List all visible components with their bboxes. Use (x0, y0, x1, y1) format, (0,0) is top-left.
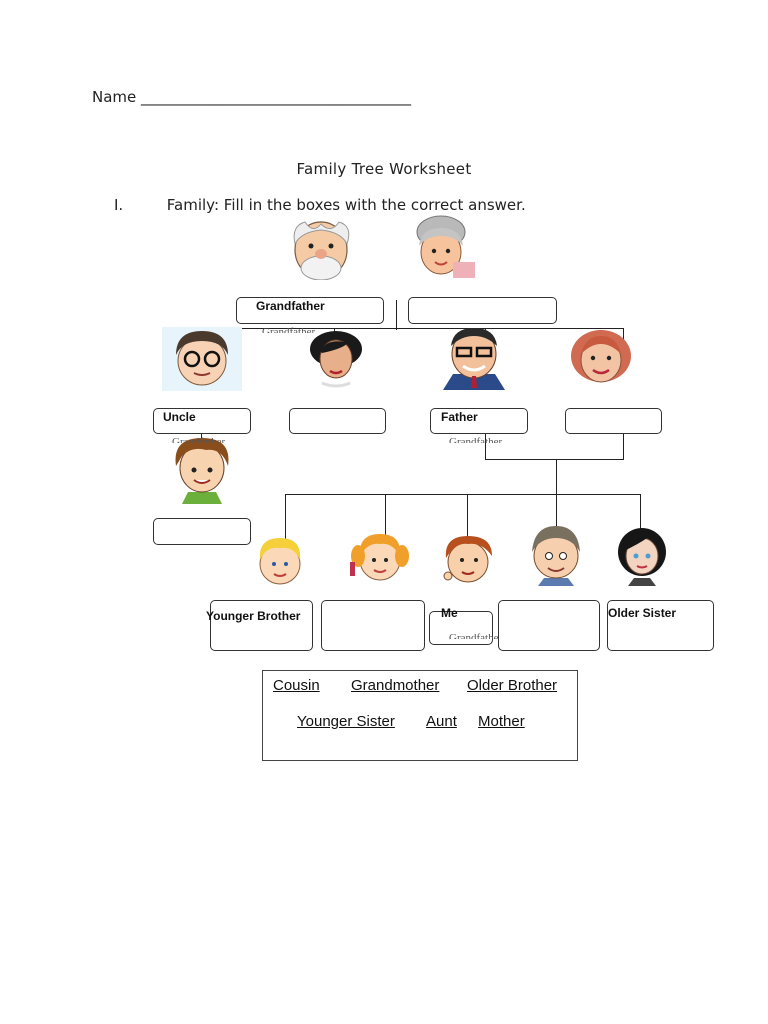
grandfather-box[interactable] (236, 297, 384, 324)
me-ghost-text: Grandfather (449, 632, 503, 639)
older-brother-box[interactable] (498, 600, 600, 651)
younger-brother-label: Younger Brother (206, 609, 301, 623)
section-number: I. (114, 196, 124, 214)
grandparents-stem (396, 300, 397, 330)
section-heading: I. Family: Fill in the boxes with the co… (114, 196, 526, 214)
younger-brother-box[interactable] (210, 600, 313, 651)
younger-sister-face-icon (350, 534, 409, 581)
father-down (485, 433, 486, 459)
child-drop-2 (385, 494, 386, 539)
children-stem (556, 459, 557, 494)
child-drop-1 (285, 494, 286, 539)
older-sister-label: Older Sister (608, 606, 677, 620)
cousin-box[interactable] (153, 518, 251, 545)
word-grandmother: Grandmother (351, 677, 440, 694)
word-cousin: Cousin (273, 677, 320, 694)
grandfather-ghost-text: Grandfather (262, 326, 316, 333)
children-connector (285, 494, 640, 495)
father-box[interactable] (430, 408, 528, 434)
grandmother-box[interactable] (408, 297, 557, 324)
me-face-icon (443, 536, 492, 583)
older-sister-box[interactable] (607, 600, 714, 651)
cousin-face-icon (175, 438, 229, 504)
grandfather-face-icon (293, 221, 350, 280)
father-ghost-text: Grandfather (449, 436, 503, 443)
older-brother-face-icon (532, 526, 580, 586)
younger-sister-box[interactable] (321, 600, 425, 651)
word-bank: Cousin Grandmother Older Brother Younger… (262, 670, 578, 761)
uncle-box[interactable] (153, 408, 251, 434)
word-younger-sister: Younger Sister (297, 713, 395, 730)
younger-brother-face-icon (259, 538, 301, 585)
child-drop-3 (467, 494, 468, 539)
name-field: Name ___________________________________… (92, 88, 412, 106)
mother-down (623, 433, 624, 459)
mother-face-icon (571, 330, 631, 383)
word-mother: Mother (478, 713, 525, 730)
me-box[interactable] (429, 611, 493, 645)
mother-drop (623, 328, 624, 340)
child-drop-5 (640, 494, 641, 529)
aunt-box[interactable] (289, 408, 386, 434)
uncle-label: Uncle (163, 410, 196, 424)
grandmother-face-icon (416, 215, 475, 278)
child-drop-4 (556, 494, 557, 539)
word-older-brother: Older Brother (467, 677, 558, 694)
father-label: Father (441, 410, 478, 424)
worksheet-title: Family Tree Worksheet (296, 160, 472, 178)
parents-connector (485, 459, 624, 460)
me-label: Me (441, 606, 458, 620)
aunt-face-icon (310, 331, 362, 388)
uncle-ghost-text: Grandfather (172, 436, 226, 443)
father-face-icon (443, 328, 505, 390)
older-sister-face-icon (618, 528, 666, 586)
uncle-face-icon (162, 327, 242, 391)
mother-box[interactable] (565, 408, 662, 434)
grandfather-label: Grandfather (256, 299, 325, 313)
instruction-text: Family: Fill in the boxes with the corre… (166, 196, 526, 214)
word-aunt: Aunt (426, 713, 457, 730)
